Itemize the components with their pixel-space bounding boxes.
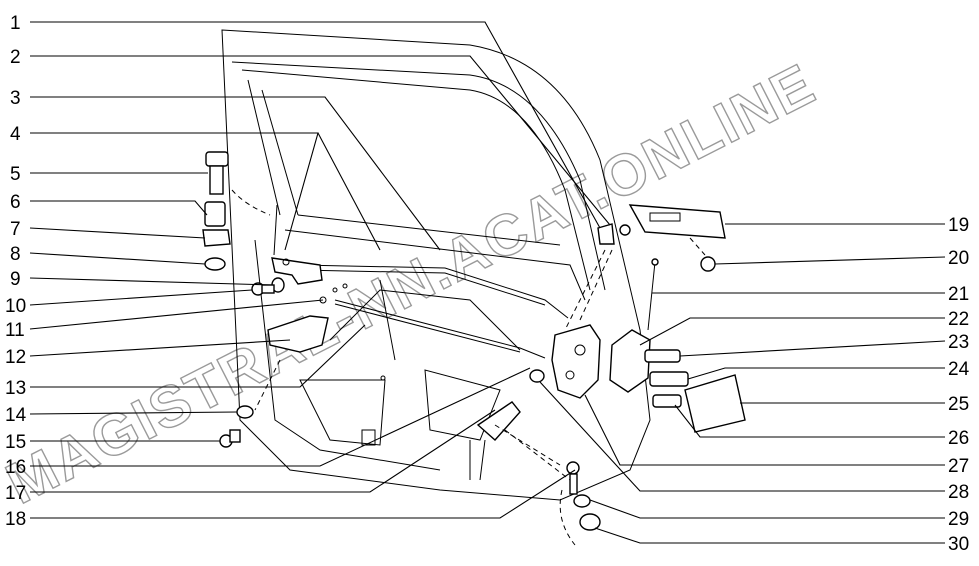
callout-16: 16 [5,457,26,478]
callout-8: 8 [10,244,21,265]
callout-3: 3 [10,88,21,109]
callouts-right: 19 20 21 22 23 24 25 26 27 28 29 30 [948,215,970,555]
callout-18: 18 [5,509,26,530]
inner-handle-assembly [271,257,323,285]
lock-housing-22 [609,329,651,393]
inner-handle-12 [267,315,329,353]
assembly-guides [231,189,706,546]
rod-21 [647,258,659,331]
rod-clip-28 [529,369,545,383]
callout-29: 29 [948,509,969,530]
callout-20: 20 [948,248,969,269]
bushing-6 [204,201,226,227]
watermark-text: MAGISTRAL-NN.ACAT.ONLINE [0,51,826,516]
leader-lines [29,21,946,544]
callout-15: 15 [5,432,26,453]
striker-plate-25 [684,374,746,433]
screw-15 [219,429,241,448]
callout-11: 11 [5,320,25,341]
nut-20 [700,256,716,272]
screw-26 [652,394,682,408]
callout-19: 19 [948,215,969,236]
callout-2: 2 [10,47,21,68]
callout-9: 9 [10,269,21,290]
bolt-5 [205,151,229,195]
cylinder-clip-1 [597,223,631,245]
washer-14 [236,405,254,419]
callout-10: 10 [5,296,26,317]
screw-29 [566,461,591,508]
door-lock-27 [551,324,601,399]
callout-30: 30 [948,534,969,555]
callout-5: 5 [10,164,21,185]
callout-17: 17 [5,483,26,504]
door-rods [273,204,569,359]
grommet-30 [579,513,601,531]
callout-27: 27 [948,456,969,477]
central-lock-actuator [469,401,521,481]
screw-24 [649,371,689,387]
callout-4: 4 [10,124,21,145]
callout-1: 1 [10,13,21,34]
callout-7: 7 [10,219,21,240]
screw-23 [644,349,681,363]
callout-28: 28 [948,482,969,503]
callout-22: 22 [948,309,969,330]
callout-25: 25 [948,394,969,415]
washer-8 [204,257,226,271]
callout-21: 21 [948,284,969,305]
callout-12: 12 [5,347,26,368]
callouts-left: 1 2 3 4 5 6 7 8 9 10 11 12 13 14 15 16 1… [5,13,27,530]
callout-6: 6 [10,192,21,213]
outer-handle-19 [628,204,726,239]
nut-7 [202,229,231,247]
callout-14: 14 [5,405,27,426]
callout-24: 24 [948,359,970,380]
callout-26: 26 [948,428,969,449]
callout-13: 13 [5,378,26,399]
callout-23: 23 [948,332,969,353]
